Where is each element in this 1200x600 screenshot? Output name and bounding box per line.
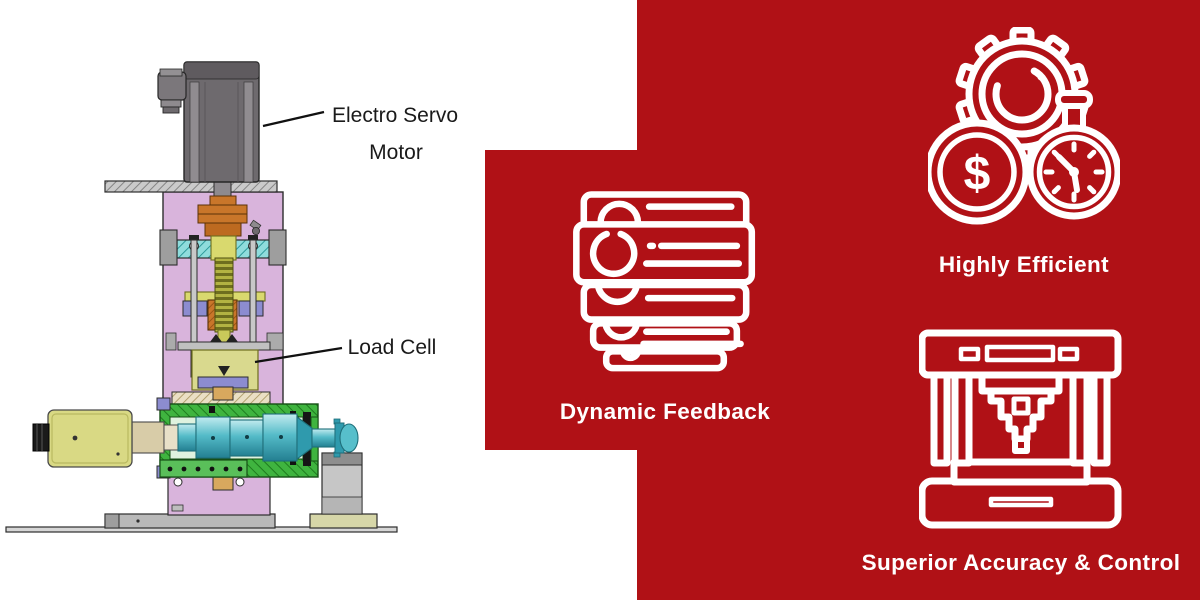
feature-highly-efficient: $ Highly Efficient: [899, 27, 1149, 278]
feature-dynamic-feedback: Dynamic Feedback: [540, 185, 790, 425]
feature-label-highly-efficient: Highly Efficient: [938, 252, 1110, 277]
servo-motor-label-line2: Motor: [369, 141, 423, 164]
side-block-left: [159, 229, 178, 266]
motor-shaft: [213, 181, 232, 198]
feature-label-dynamic-feedback: Dynamic Feedback: [559, 399, 771, 424]
feature-label-superior-accuracy: Superior Accuracy & Control: [861, 550, 1181, 575]
machine-pedestal: [104, 513, 276, 529]
servo-press-diagram: Electro Servo Motor Load Cell: [5, 61, 458, 533]
load-cell-block: [191, 349, 259, 391]
coupling: [197, 195, 262, 237]
spindle-shaft: [131, 413, 359, 462]
server-stack-icon: [573, 191, 756, 372]
dollar-coin-icon: $: [928, 119, 1030, 225]
support-cylinder: [309, 452, 378, 529]
press-machine-icon: [919, 329, 1122, 529]
load-cell-label: Load Cell: [348, 336, 437, 359]
feature-superior-accuracy: Superior Accuracy & Control: [846, 327, 1196, 576]
servo-motor-label-line1: Electro Servo: [332, 104, 458, 127]
cable-connector: [157, 68, 187, 114]
gear-dollar-stopwatch-icon: $: [928, 27, 1120, 225]
servo-motor-callout: Electro Servo Motor: [262, 104, 458, 164]
dollar-glyph: $: [964, 148, 991, 201]
stopwatch-icon: [1026, 90, 1120, 220]
load-cell-callout: Load Cell: [254, 336, 437, 364]
side-block-right: [268, 229, 287, 266]
lower-housing: [167, 474, 271, 516]
servo-motor: [183, 61, 260, 183]
drive-cylinder: [32, 409, 133, 468]
slide-plate: [171, 386, 271, 405]
